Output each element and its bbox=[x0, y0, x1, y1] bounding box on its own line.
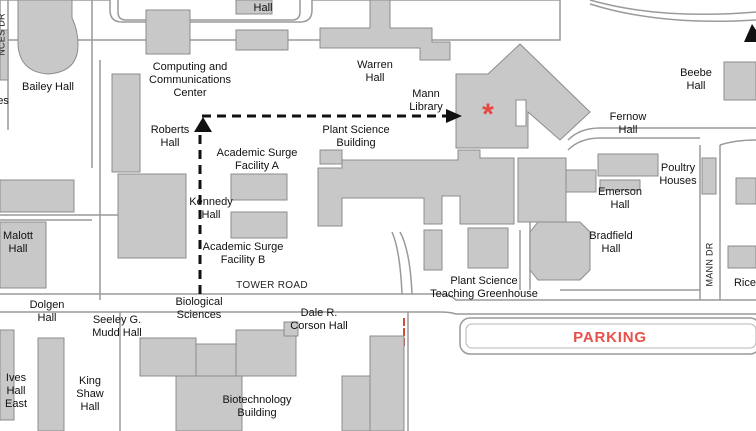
label-partial-left: es bbox=[0, 95, 9, 107]
label-tower-road: TOWER ROAD bbox=[236, 280, 308, 291]
label-parking: PARKING bbox=[573, 329, 647, 346]
surge-b-shape bbox=[230, 211, 288, 239]
malott-hall-shape bbox=[0, 179, 75, 213]
computing-center-shape bbox=[145, 9, 191, 55]
label-corson-hall: Dale R.Corson Hall bbox=[290, 307, 348, 332]
end-arrowhead-right-icon bbox=[446, 109, 462, 123]
label-bailey-hall: Bailey Hall bbox=[22, 81, 74, 93]
bradfield-hall-shape bbox=[529, 221, 591, 281]
label-mann-dr: MANN DR bbox=[704, 242, 715, 287]
plant-science-shape bbox=[317, 149, 515, 227]
warren-hall-shape bbox=[319, 0, 451, 61]
destination-asterisk-icon: * bbox=[482, 98, 494, 131]
corson-hall-shape bbox=[235, 329, 297, 377]
route bbox=[194, 109, 462, 294]
parking-lot bbox=[459, 317, 756, 355]
emerson-hall-shape bbox=[517, 157, 567, 223]
label-hall-top: Hall bbox=[253, 2, 273, 14]
label-seeley-mudd-hall: Seeley G.Mudd Hall bbox=[92, 314, 142, 339]
label-edge-dr: NCES DR bbox=[0, 13, 7, 56]
bailey-hall-shape bbox=[17, 0, 79, 75]
label-rice: Rice bbox=[733, 277, 756, 289]
mann-library-shape bbox=[455, 43, 591, 149]
surge-a-shape bbox=[230, 173, 288, 201]
triangle-up-icon bbox=[744, 24, 756, 42]
roberts-hall-shape bbox=[111, 73, 141, 173]
start-triangle-icon bbox=[194, 117, 212, 132]
